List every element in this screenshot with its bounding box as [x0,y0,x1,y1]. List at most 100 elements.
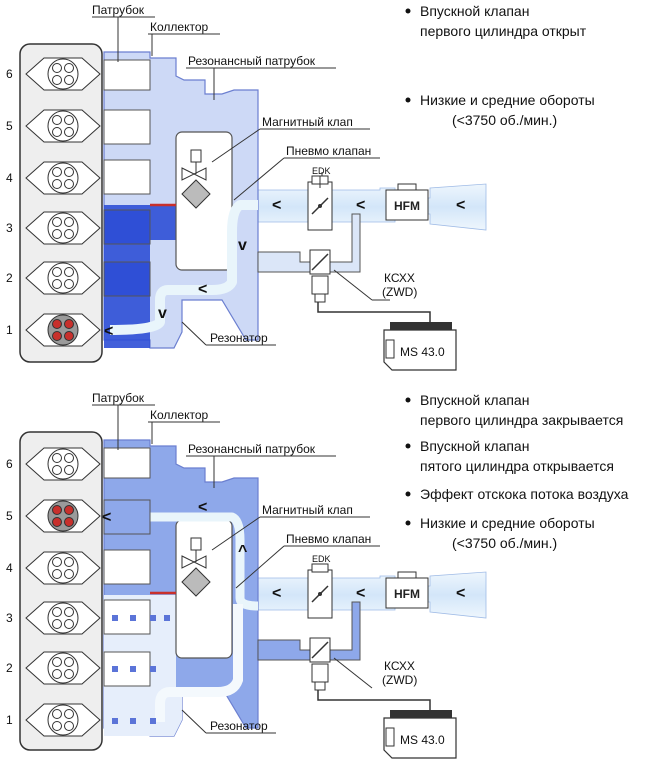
top-note-2-line2: (<3750 об./мин.) [452,112,557,128]
bottom-notes: Впускной клапан первого цилиндра закрыва… [405,392,629,551]
top-diagram: 6 5 4 3 2 1 < < < v < v < EDK [6,3,595,371]
bottom-ecu [383,710,457,759]
bottom-cyl-num-5: 5 [6,509,13,523]
bottom-label-kollektor: Коллектор [150,408,208,422]
top-notes: Впускной клапан первого цилиндра открыт … [405,3,595,128]
top-arrow-7: < [104,323,113,340]
top-arrow-6: v [158,305,167,322]
bottom-cylinders [25,447,101,737]
top-label-rezonator: Резонатор [210,331,268,345]
bottom-arrow-5: ^ [238,543,247,560]
top-label-kshh: КСХХ [384,271,415,285]
bottom-cyl-num-4: 4 [6,561,13,575]
top-arrow-5: < [198,281,207,298]
bottom-arrow-4: < [198,499,207,516]
bottom-hfm [385,571,429,609]
bottom-cylinder-3 [25,601,101,635]
top-label-patrubok: Патрубок [92,3,145,17]
bottom-edk-label: EDK [312,554,331,564]
top-hfm-label: HFM [394,199,420,213]
bottom-note-2-line1: Впускной клапан [420,438,529,454]
bottom-arrow-3: < [456,585,465,602]
bottom-arrow-2: < [356,585,365,602]
bottom-flow-stream [110,512,259,611]
top-edk-label: EDK [312,166,331,176]
bottom-solenoid-valve-icon [181,537,211,597]
top-label-rezonansny: Резонансный патрубок [188,54,316,68]
top-callout-lines [92,16,390,346]
bottom-label-magnitny: Магнитный клап [262,503,353,517]
bottom-cylinder-4 [25,551,101,585]
top-arrow-2: < [356,197,365,214]
top-arrow-1: < [272,197,281,214]
top-cyl-num-5: 5 [6,119,13,133]
bottom-flow-dashes [112,615,170,724]
bottom-edk-throttle [307,563,333,619]
top-label-pnevmo: Пневмо клапан [286,144,371,158]
top-wire-1 [317,302,431,322]
top-solenoid-valve-icon [181,149,211,209]
bottom-cylinder-5 [25,499,101,533]
top-cyl-num-3: 3 [6,221,13,235]
bottom-note-1-line2: первого цилиндра закрывается [420,412,623,428]
top-idle-valve [309,249,331,303]
top-cyl-num-4: 4 [6,171,13,185]
top-cylinder-4 [25,161,101,195]
top-bypass-pipe [257,213,361,273]
top-arrow-3: < [456,197,465,214]
top-cyl-num-1: 1 [6,323,13,337]
top-note-1-line2: первого цилиндра открыт [420,23,587,39]
bottom-cyl-num-3: 3 [6,611,13,625]
top-label-kollektor: Коллектор [150,20,208,34]
bottom-cylinder-2 [25,651,101,685]
top-ecu-label: MS 43.0 [400,345,445,359]
bottom-arrow-1: < [272,585,281,602]
top-cylinder-5 [25,109,101,143]
bottom-idle-valve [309,637,331,691]
top-note-1-line1: Впускной клапан [420,3,529,19]
bottom-cylinder-6 [25,447,101,481]
top-intake-pipe [257,183,487,231]
top-flow-stream [109,200,258,335]
bottom-label-rezonator: Резонатор [210,719,268,733]
bottom-label-patrubok: Патрубок [92,391,145,405]
top-hfm [385,183,429,221]
top-cyl-num-2: 2 [6,271,13,285]
top-note-2-line1: Низкие и средние обороты [420,92,595,108]
bottom-inner-chamber [175,519,233,659]
bottom-ecu-label: MS 43.0 [400,733,445,747]
top-ecu [383,322,457,371]
bottom-flow-stream-2 [155,604,243,722]
top-cylinders [25,57,101,347]
bottom-arrow-6: < [102,509,111,526]
bottom-note-4-line2: (<3750 об./мин.) [452,535,557,551]
top-inner-chamber [175,131,233,271]
bottom-cylinder-1 [25,703,101,737]
top-label-zwd: (ZWD) [382,285,417,299]
top-cylinder-1 [25,313,101,347]
top-runners [103,59,151,297]
bottom-bypass-pipe [257,601,361,661]
bottom-note-2-line2: пятого цилиндра открывается [420,458,614,474]
top-cylinder-2 [25,261,101,295]
bottom-callout-lines [92,404,380,734]
top-cyl-num-6: 6 [6,67,13,81]
bottom-label-pnevmo: Пневмо клапан [286,532,371,546]
bottom-hfm-label: HFM [394,587,420,601]
top-label-magnitny: Магнитный клап [262,115,353,129]
bottom-intake-pipe [257,571,487,619]
top-arrow-4: v [238,237,247,254]
bottom-note-4-line1: Низкие и средние обороты [420,515,595,531]
top-cylinder-6 [25,57,101,91]
bottom-wire-1 [317,690,431,710]
bottom-note-1-line1: Впускной клапан [420,392,529,408]
bottom-diagram: 6 5 4 3 2 1 < < < < ^ < EDK [6,391,629,759]
bottom-cyl-num-2: 2 [6,661,13,675]
top-cylinder-3 [25,211,101,245]
bottom-note-3-line1: Эффект отскока потока воздуха [420,486,629,502]
bottom-label-rezonansny: Резонансный патрубок [188,442,316,456]
bottom-cyl-num-1: 1 [6,713,13,727]
bottom-label-kshh: КСХХ [384,659,415,673]
bottom-label-zwd: (ZWD) [382,673,417,687]
